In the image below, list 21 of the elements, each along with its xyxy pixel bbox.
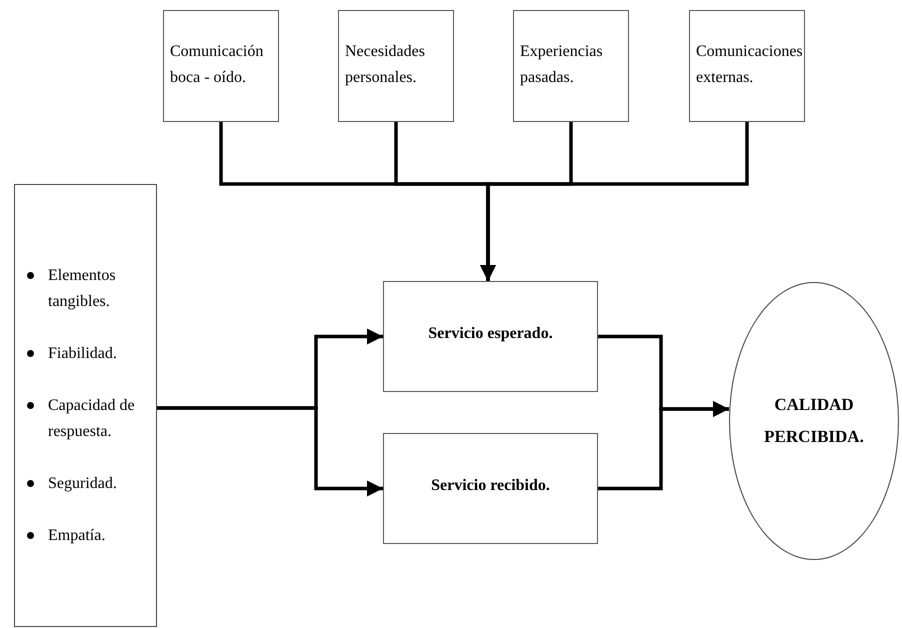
factor-box (338, 10, 454, 122)
node-label: CALIDAD PERCIBIDA. (763, 394, 865, 448)
list-box (14, 184, 157, 627)
node-label: Experiencias pasadas. (520, 42, 604, 88)
arrow (480, 122, 749, 281)
factor-box (163, 10, 279, 122)
list-item: Seguridad. (48, 474, 117, 494)
node-label: Comunicación boca - oído. (170, 42, 264, 88)
list-item: Elementos tangibles. (48, 266, 117, 312)
factor-box (689, 10, 805, 122)
arrow (157, 406, 383, 496)
list-item: Empatía. (48, 526, 106, 546)
process-box (383, 433, 598, 544)
node-label: Servicio esperado. (428, 324, 553, 344)
list-item: Fiabilidad. (48, 344, 117, 364)
arrow (598, 401, 729, 490)
node-label: Necesidades personales. (345, 42, 426, 88)
node-label: Servicio recibido. (431, 476, 550, 496)
list-item: Capacidad de respuesta. (48, 396, 136, 442)
factor-box (513, 10, 629, 122)
process-box (383, 281, 598, 392)
